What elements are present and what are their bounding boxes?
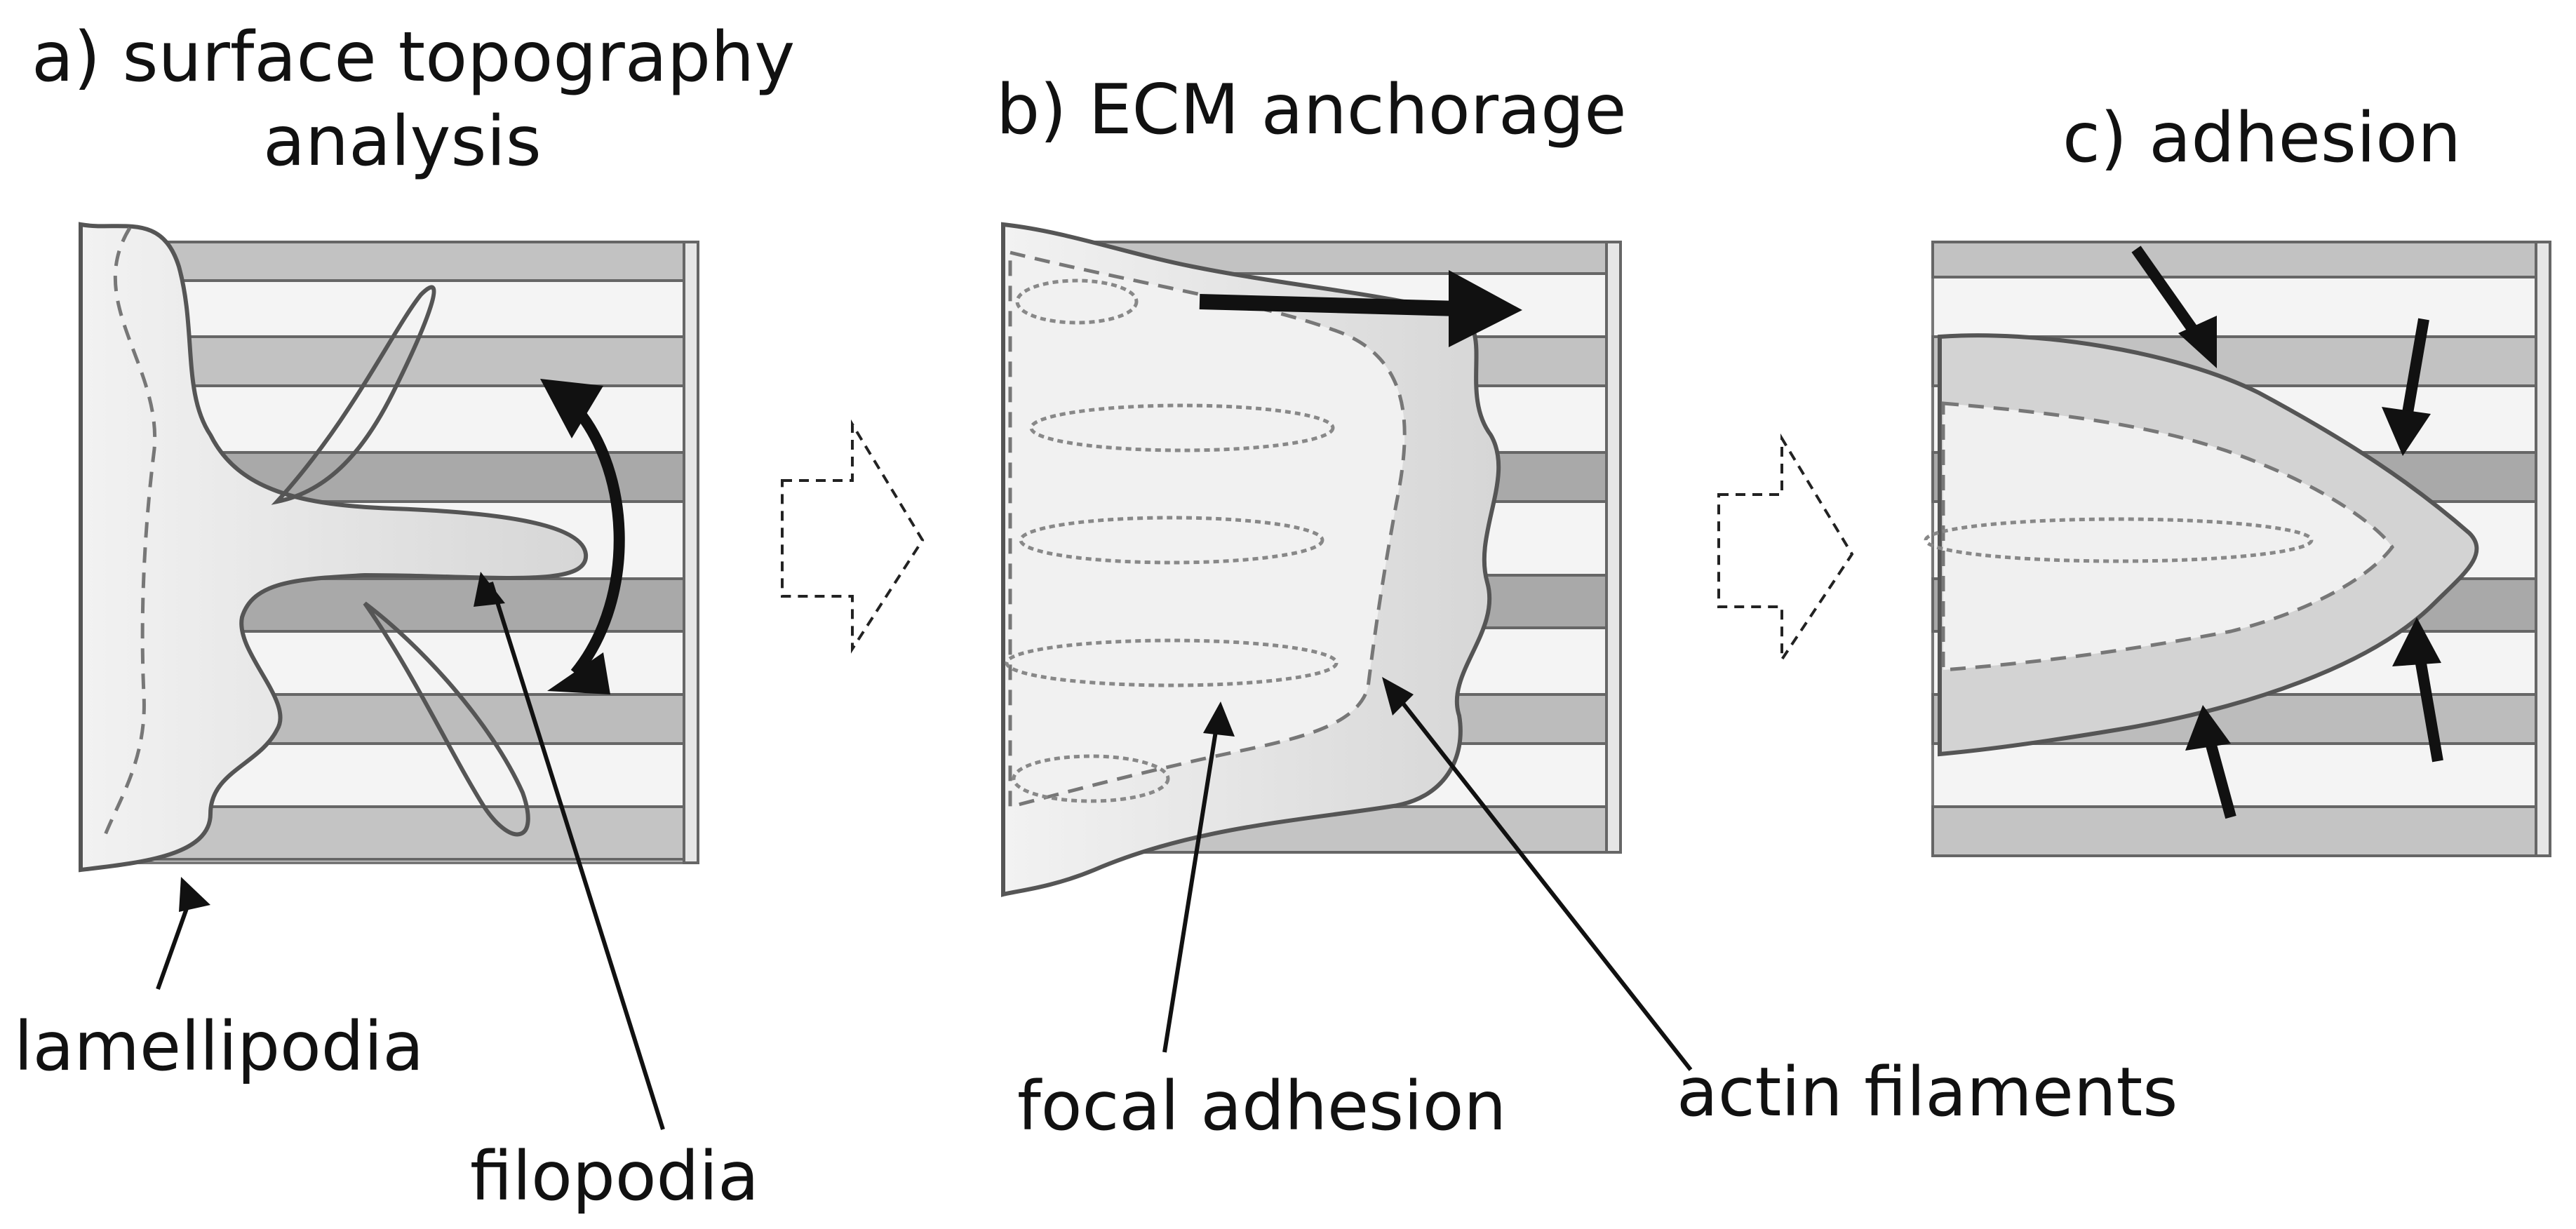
panel-b-title: b) ECM anchorage	[996, 70, 1627, 150]
focal-adhesion-pointer-head	[1203, 701, 1235, 737]
filopodium-lower	[363, 601, 530, 837]
panel-c-title: c) adhesion	[2062, 98, 2461, 178]
panel-c: c) adhesion	[1924, 98, 2551, 857]
topography-scan-arrow	[564, 396, 625, 678]
focal-adhesion-label: focal adhesion	[1017, 1067, 1506, 1146]
adhesion-arrow-head	[2178, 316, 2217, 368]
lamellipodia-label: lamellipodia	[14, 1007, 424, 1086]
filopodium-upper	[271, 285, 436, 505]
panel-a-title-line1: a) surface topography	[32, 18, 795, 98]
focal-adhesion-pointer	[1162, 722, 1219, 1053]
actin-filaments-pointer-head	[1382, 677, 1414, 716]
transition-arrow-2	[1717, 433, 1854, 664]
adhesion-force-arrows	[2131, 246, 2443, 819]
transition-arrow-1	[781, 419, 925, 654]
lamellipodia-boundary-a	[103, 227, 157, 835]
focal-adhesion	[1029, 403, 1335, 452]
panel-a-title-line2: analysis	[263, 102, 542, 182]
adhesion-arrow	[2401, 318, 2429, 422]
filopodia-pointer-head	[474, 572, 505, 607]
cell-body-a	[79, 222, 589, 873]
adhesion-arrow-head	[2185, 705, 2231, 751]
adhesion-arrow-head	[2392, 617, 2441, 666]
focal-adhesion	[1924, 517, 2314, 563]
adhesion-arrow-head	[2382, 407, 2431, 456]
panel-b: b) ECM anchorage focal adhesion actin fi…	[996, 70, 2178, 1146]
focal-adhesion	[1015, 278, 1139, 325]
migration-arrow	[1199, 294, 1460, 316]
panel-a: a) surface topography analysis lamellipo…	[14, 18, 795, 1216]
focal-adhesion	[1019, 516, 1324, 565]
migration-arrow-head	[1449, 270, 1522, 347]
scan-arrow-head-top	[540, 379, 603, 438]
focal-adhesion	[1012, 754, 1170, 803]
focal-adhesion	[1005, 638, 1339, 687]
focal-region-c	[1941, 401, 2395, 672]
focal-adhesions-b	[1005, 278, 1339, 803]
adhesion-arrow	[2415, 658, 2443, 763]
actin-filaments-pointer	[1394, 693, 1693, 1071]
scan-arrow-head-bottom	[547, 652, 610, 694]
adhesion-arrow	[2204, 738, 2236, 819]
actin-filaments-label: actin filaments	[1677, 1053, 2178, 1131]
filopodia-pointer	[489, 582, 665, 1130]
lamellipodia-pointer-head	[179, 877, 210, 912]
filopodia-label: filopodia	[470, 1137, 759, 1216]
